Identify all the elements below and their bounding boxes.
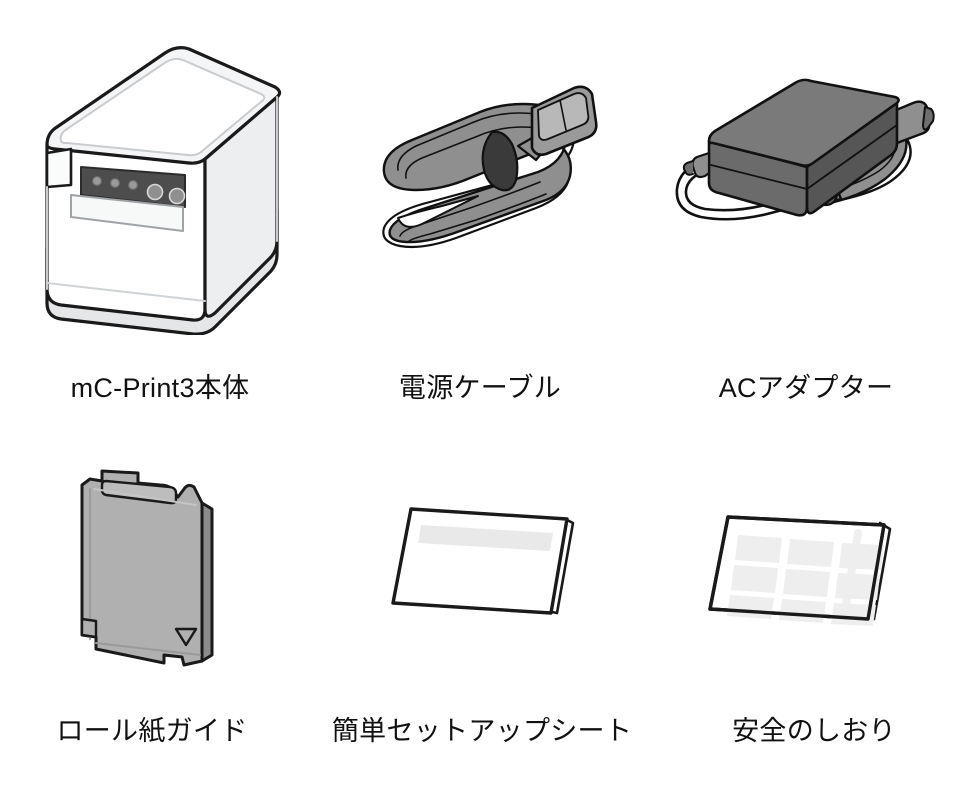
roll-paper-guide-svg	[80, 469, 214, 666]
content-item-power-cable: 電源ケーブル	[320, 0, 640, 420]
power-cable-svg	[382, 85, 598, 248]
power-cable-illustration	[320, 0, 640, 375]
ac-adapter-svg	[675, 78, 935, 221]
roll-paper-guide-illustration	[0, 420, 320, 718]
item-label-safety-booklet: 安全のしおり	[732, 716, 896, 746]
item-label-setup-sheet: 簡単セットアップシート	[331, 716, 633, 746]
content-item-roll-paper-guide: ロール紙ガイド	[0, 420, 320, 800]
setup-sheet-svg	[391, 507, 575, 615]
printer-illustration	[0, 0, 320, 375]
item-label-power-cable: 電源ケーブル	[398, 373, 562, 403]
item-label-printer: mC-Print3本体	[70, 373, 250, 403]
item-label-ac-adapter: ACアダプター	[718, 373, 894, 403]
ac-adapter-illustration	[640, 0, 960, 375]
safety-booklet-illustration	[640, 420, 960, 718]
setup-sheet-illustration	[320, 420, 640, 718]
safety-booklet-svg	[707, 515, 891, 626]
item-label-roll-paper-guide: ロール紙ガイド	[56, 716, 248, 746]
content-item-printer: mC-Print3本体	[0, 0, 320, 420]
content-item-safety-booklet: 安全のしおり	[640, 420, 960, 800]
content-item-ac-adapter: ACアダプター	[640, 0, 960, 420]
printer-svg	[45, 45, 282, 335]
content-item-setup-sheet: 簡単セットアップシート	[320, 420, 640, 800]
